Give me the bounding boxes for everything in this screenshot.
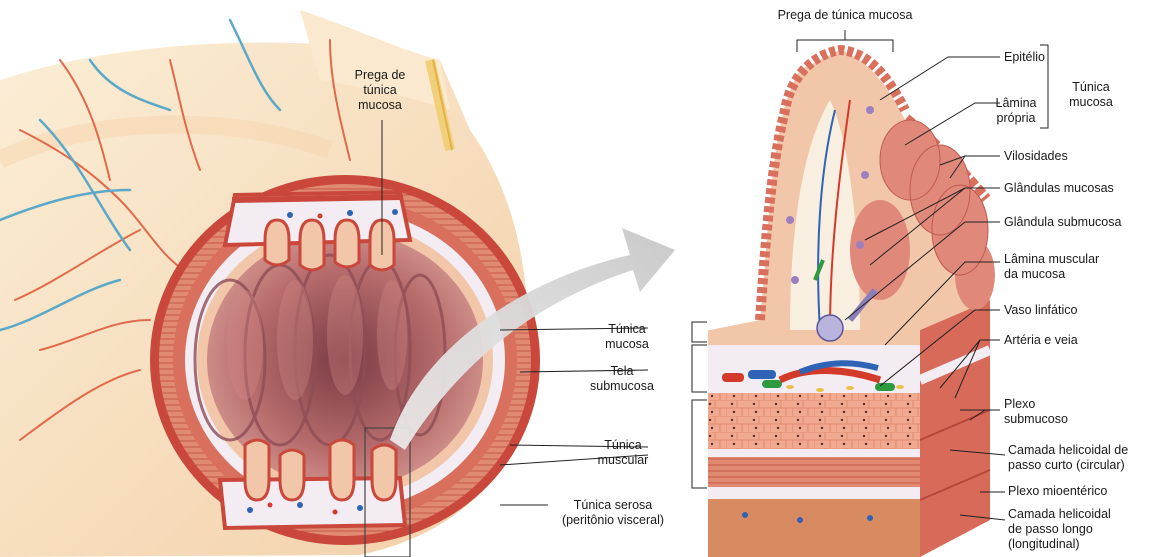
label-fold-left-line1: Prega de <box>340 68 420 83</box>
label-vaso-linfatico: Vaso linfático <box>1004 303 1077 318</box>
label-tm-group-line1: Túnica <box>1056 80 1126 95</box>
label-lamina-propria-line1: Lâmina <box>986 96 1046 111</box>
label-plexo-mioenterico: Plexo mioentérico <box>1008 484 1107 499</box>
label-vilosidades: Vilosidades <box>1004 149 1068 164</box>
label-fold-left-line2: túnica <box>340 83 420 98</box>
label-tunica-mucosa-line1: Túnica <box>582 322 672 337</box>
label-fold-right: Prega de túnica mucosa <box>745 8 945 23</box>
label-longitudinal-line2: de passo longo <box>1008 522 1111 537</box>
label-fold-left: Prega de túnica mucosa <box>340 68 420 113</box>
label-fold-left-line3: mucosa <box>340 98 420 113</box>
label-lamina-propria: Lâmina própria <box>986 96 1046 126</box>
label-lamina-propria-line2: própria <box>986 111 1046 126</box>
label-camada-circular: Camada helicoidal de passo curto (circul… <box>1008 443 1128 473</box>
label-lamina-muscular: Lâmina muscular da mucosa <box>1004 252 1099 282</box>
label-muscular-line2: muscular <box>578 453 668 468</box>
label-glandula-submucosa: Glândula submucosa <box>1004 215 1121 230</box>
label-camada-longitudinal: Camada helicoidal de passo longo (longit… <box>1008 507 1111 552</box>
label-circular-line1: Camada helicoidal de <box>1008 443 1128 458</box>
label-longitudinal-line1: Camada helicoidal <box>1008 507 1111 522</box>
label-glandulas-mucosas: Glândulas mucosas <box>1004 181 1114 196</box>
label-plexo-sub-line1: Plexo <box>1004 397 1068 412</box>
label-tm-group-line2: mucosa <box>1056 95 1126 110</box>
label-tunica-mucosa-line2: mucosa <box>582 337 672 352</box>
label-arteria-veia: Artéria e veia <box>1004 333 1078 348</box>
label-longitudinal-line3: (longitudinal) <box>1008 537 1111 552</box>
label-circular-line2: passo curto (circular) <box>1008 458 1128 473</box>
label-lamina-musc-line1: Lâmina muscular <box>1004 252 1099 267</box>
label-tela-line1: Tela <box>572 364 672 379</box>
label-plexo-sub-line2: submucoso <box>1004 412 1068 427</box>
label-tunica-mucosa: Túnica mucosa <box>582 322 672 352</box>
label-tela-submucosa: Tela submucosa <box>572 364 672 394</box>
label-plexo-submucoso: Plexo submucoso <box>1004 397 1068 427</box>
label-serosa-line1: Túnica serosa <box>548 498 678 513</box>
label-tela-line2: submucosa <box>572 379 672 394</box>
wall-block-magnified <box>708 30 995 557</box>
label-tunica-serosa: Túnica serosa (peritônio visceral) <box>548 498 678 528</box>
label-muscular-line1: Túnica <box>578 438 668 453</box>
label-serosa-line2: (peritônio visceral) <box>548 513 678 528</box>
label-tunica-mucosa-group: Túnica mucosa <box>1056 80 1126 110</box>
label-tunica-muscular: Túnica muscular <box>578 438 668 468</box>
label-lamina-musc-line2: da mucosa <box>1004 267 1099 282</box>
label-epitelio: Epitélio <box>1004 50 1045 65</box>
